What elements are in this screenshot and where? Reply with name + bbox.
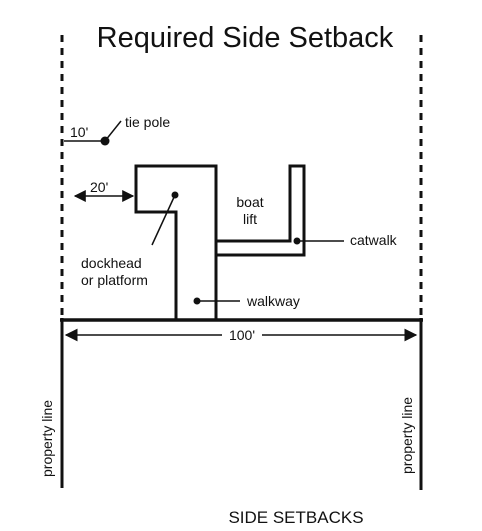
dockhead-and-walkway-outline (134, 164, 218, 322)
diagram-caption: SIDE SETBACKS (228, 508, 363, 527)
boat-lift-label-line2: lift (243, 211, 257, 227)
property-line-label-left: property line (39, 400, 55, 477)
catwalk-label: catwalk (350, 232, 398, 248)
tie-pole-distance-label: 10' (70, 124, 88, 140)
dockhead-distance-label: 20' (90, 179, 108, 195)
walkway-label: walkway (246, 293, 300, 309)
dockhead-label-line2: or platform (81, 272, 148, 288)
dockhead-label-line1: dockhead (81, 255, 142, 271)
tie-pole-leader (104, 120, 122, 142)
boat-lift-label-line1: boat (236, 194, 263, 210)
frontage-label: 100' (229, 327, 255, 343)
catwalk-outline (216, 164, 306, 257)
diagram-title: Required Side Setback (97, 22, 394, 54)
tie-pole-label: tie pole (125, 114, 170, 130)
property-line-label-right: property line (399, 397, 415, 474)
dockhead-leader (151, 194, 176, 246)
